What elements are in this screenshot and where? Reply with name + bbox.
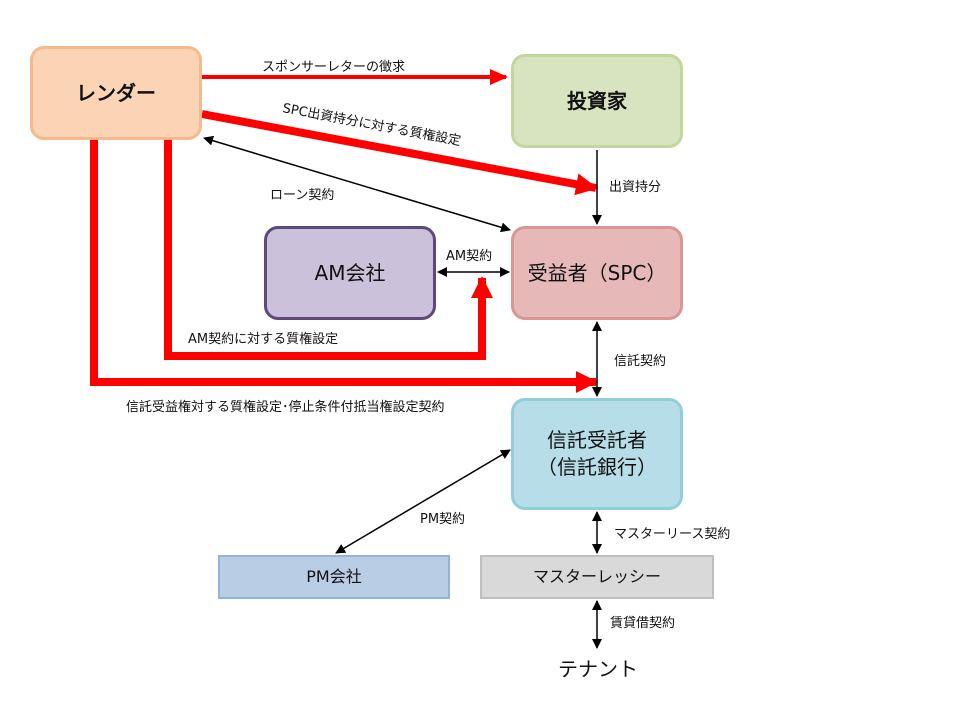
lender-node: レンダー xyxy=(30,46,202,140)
trustee-label-line2: （信託銀行） xyxy=(537,455,657,479)
trust-contract-label: 信託契約 xyxy=(614,354,667,369)
pm-contract-arrow xyxy=(335,449,511,554)
lease-contract-label: 賃貸借契約 xyxy=(610,616,676,631)
tenant-node: テナント xyxy=(520,652,676,686)
spc-node: 受益者（SPC） xyxy=(511,226,683,320)
am-company-node: AM会社 xyxy=(264,226,436,320)
investor-label: 投資家 xyxy=(567,88,627,113)
tenant-label: テナント xyxy=(558,656,638,681)
pm-company-label: PM会社 xyxy=(306,567,362,587)
pm-company-node: PM会社 xyxy=(218,555,450,599)
trustee-label-line1: 信託受託者 xyxy=(547,428,647,452)
investor-node: 投資家 xyxy=(511,54,683,148)
loan-contract-arrow xyxy=(203,135,511,233)
pm-contract-label: PM契約 xyxy=(420,512,466,527)
trust-pledge-label: 信託受益権対する質権設定･停止条件付抵当権設定契約 xyxy=(126,400,445,415)
loan-contract-label: ローン契約 xyxy=(270,188,335,203)
am-pledge-arrow xyxy=(164,140,493,360)
master-lessee-label: マスターレッシー xyxy=(532,567,661,587)
sponsor-letter-label: スポンサーレターの徴求 xyxy=(262,60,406,75)
am-contract-label: AM契約 xyxy=(446,249,493,264)
master-lease-label: マスターリース契約 xyxy=(614,527,731,542)
spc-label: 受益者（SPC） xyxy=(527,260,667,285)
master-lessee-node: マスターレッシー xyxy=(480,555,714,599)
trustee-node: 信託受託者 （信託銀行） xyxy=(511,398,683,510)
am-company-label: AM会社 xyxy=(314,260,386,285)
trust-pledge-arrow xyxy=(90,140,598,393)
am-pledge-label: AM契約に対する質権設定 xyxy=(188,332,339,347)
equity-share-label: 出資持分 xyxy=(609,180,662,195)
lender-label: レンダー xyxy=(76,80,156,105)
